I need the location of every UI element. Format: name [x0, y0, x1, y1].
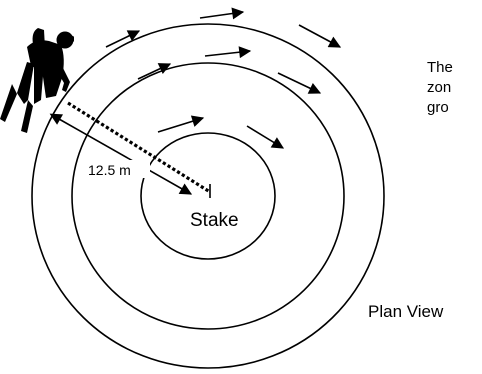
side-text-line: The	[427, 59, 453, 76]
direction-arrow	[277, 72, 322, 94]
middle-circle	[71, 62, 345, 330]
direction-arrow	[204, 46, 252, 59]
side-description: The zon gro	[427, 58, 482, 118]
plan-view-label: Plan View	[368, 302, 444, 321]
direction-arrow	[199, 7, 245, 20]
scuba-diver-icon	[0, 28, 74, 133]
inner-circle	[140, 132, 276, 260]
radius-dotted-line	[67, 101, 211, 194]
direction-arrow	[246, 125, 285, 149]
stake-label: Stake	[190, 210, 239, 231]
direction-arrow	[137, 63, 172, 80]
outer-circle	[31, 23, 385, 369]
distance-label: 12.5 m	[88, 162, 131, 178]
direction-arrow	[298, 24, 342, 48]
direction-arrow	[157, 115, 205, 133]
radius-measure-arrow	[49, 113, 193, 195]
direction-arrow	[105, 30, 141, 48]
side-text-line: zon	[427, 79, 452, 96]
distance-label-bg	[86, 160, 150, 178]
side-text-line: gro	[427, 99, 449, 116]
